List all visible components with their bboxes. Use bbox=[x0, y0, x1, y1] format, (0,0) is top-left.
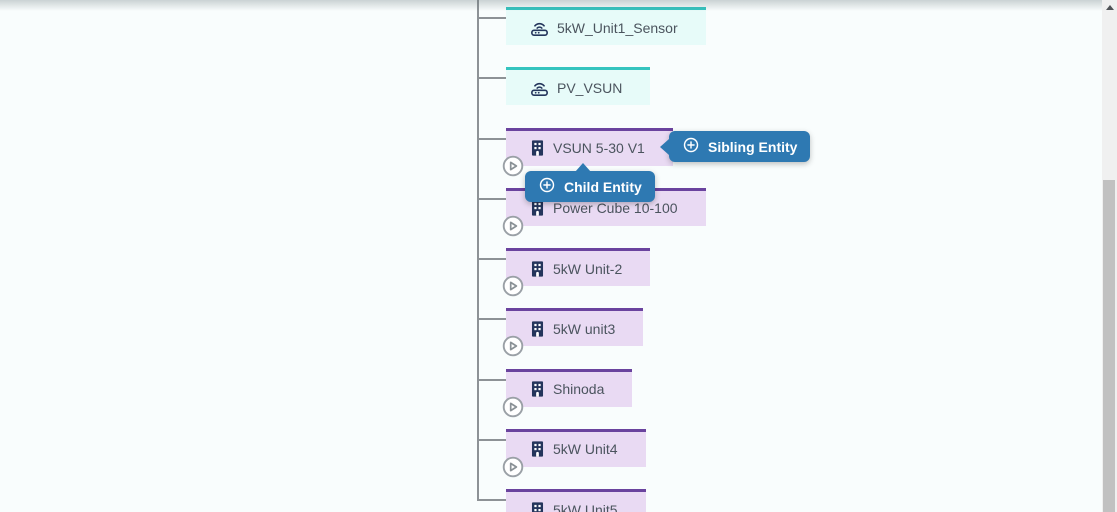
entity-node-label: 5kW Unit4 bbox=[553, 441, 618, 458]
tree-branch-line bbox=[477, 318, 506, 321]
building-icon bbox=[529, 380, 546, 398]
entity-node-5kw-unit5[interactable]: 5kW Unit5 bbox=[506, 489, 646, 512]
expand-node-button[interactable] bbox=[502, 456, 524, 478]
tree-trunk-line bbox=[477, 0, 479, 499]
tree-branch-line bbox=[477, 17, 506, 19]
tree-branch-line bbox=[477, 499, 506, 501]
building-icon bbox=[529, 260, 546, 278]
tree-branch-line bbox=[477, 258, 506, 260]
building-icon bbox=[529, 320, 546, 338]
entity-node-5kw-unit4[interactable]: 5kW Unit4 bbox=[506, 428, 646, 467]
entity-node-5kw-unit1-sensor[interactable]: 5kW_Unit1_Sensor bbox=[506, 7, 706, 45]
entity-node-label: PV_VSUN bbox=[557, 79, 623, 96]
plus-circle-icon bbox=[538, 176, 556, 197]
entity-node-vsun-5-30-v1[interactable]: VSUN 5-30 V1 bbox=[506, 127, 673, 166]
entity-node-5kw-unit-2[interactable]: 5kW Unit-2 bbox=[506, 248, 651, 286]
building-icon bbox=[529, 199, 546, 217]
plus-circle-icon bbox=[682, 136, 700, 157]
scroll-up-button[interactable] bbox=[1105, 5, 1114, 10]
entity-node-shinoda[interactable]: Shinoda bbox=[506, 368, 633, 407]
tree-row: 5kW Unit-2 bbox=[0, 248, 700, 308]
entity-node-label: 5kW Unit-2 bbox=[553, 260, 623, 277]
tree-row: VSUN 5-30 V1 bbox=[0, 127, 700, 188]
entity-node-5kw-unit3[interactable]: 5kW unit3 bbox=[506, 308, 644, 347]
entity-node-label: VSUN 5-30 V1 bbox=[553, 140, 645, 156]
tree-branch-line bbox=[477, 197, 506, 200]
tree-branch-line bbox=[477, 438, 506, 441]
building-icon bbox=[529, 440, 546, 458]
tree-row: PV_VSUN bbox=[0, 67, 700, 127]
tree-row: 5kW_Unit1_Sensor bbox=[0, 7, 706, 67]
expand-node-button[interactable] bbox=[502, 396, 524, 418]
add-child-entity-button[interactable]: Child Entity bbox=[525, 163, 655, 202]
wifi-sensor-icon bbox=[529, 17, 550, 38]
entity-node-label: 5kW Unit5 bbox=[553, 501, 618, 512]
entity-node-label: Power Cube 10-100 bbox=[553, 200, 678, 217]
expand-node-button[interactable] bbox=[502, 155, 524, 177]
tree-row: 5kW Unit5 bbox=[0, 489, 700, 512]
wifi-sensor-icon bbox=[529, 77, 550, 98]
tree-row: Shinoda bbox=[0, 368, 700, 429]
vertical-scrollbar[interactable] bbox=[1102, 0, 1117, 512]
expand-node-button[interactable] bbox=[502, 335, 524, 357]
scrollbar-thumb[interactable] bbox=[1103, 180, 1115, 512]
add-child-entity-label: Child Entity bbox=[564, 178, 642, 195]
add-sibling-entity-label: Sibling Entity bbox=[708, 138, 798, 155]
entity-node-label: 5kW_Unit1_Sensor bbox=[557, 19, 678, 36]
add-sibling-entity-button[interactable]: Sibling Entity bbox=[659, 131, 811, 162]
tree-branch-line bbox=[477, 378, 506, 381]
building-icon bbox=[529, 139, 546, 157]
tree-row: 5kW Unit4 bbox=[0, 428, 700, 489]
building-icon bbox=[529, 501, 546, 512]
entity-node-pv-vsun[interactable]: PV_VSUN bbox=[506, 67, 651, 106]
entity-node-label: 5kW unit3 bbox=[553, 320, 616, 337]
tree-branch-line bbox=[477, 137, 506, 140]
entity-node-label: Shinoda bbox=[553, 381, 605, 397]
tree-branch-line bbox=[477, 77, 506, 80]
expand-node-button[interactable] bbox=[502, 275, 524, 297]
expand-node-button[interactable] bbox=[502, 215, 524, 237]
tree-row: 5kW unit3 bbox=[0, 308, 700, 368]
